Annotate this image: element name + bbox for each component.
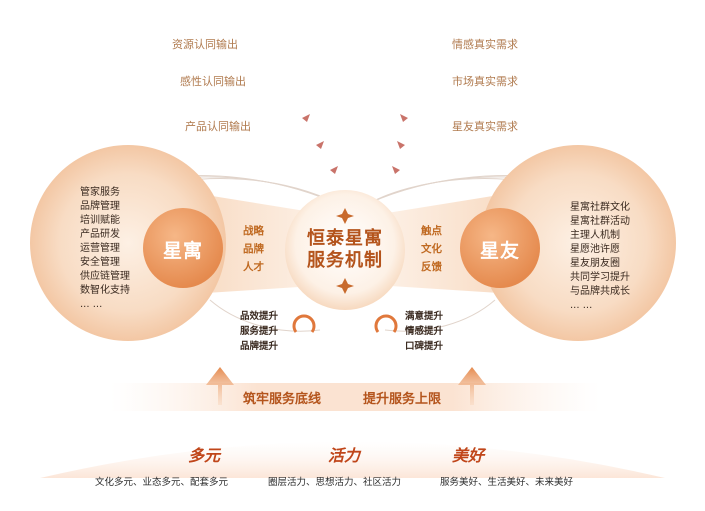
right-node-title: 星友 [480,240,521,262]
center-title-line-1: 恒泰星寓 [307,228,383,249]
right-service-list: 星寓社群文化 星寓社群活动 主理人机制 星愿池许愿 星友朋友圈 共同学习提升 与… [570,201,630,313]
connector-label: 文化 [421,243,442,255]
value-title-2: 活力 [328,446,361,465]
connector-label: 人才 [243,261,264,273]
bottom-background [40,441,665,478]
right-outer-circle [480,145,676,341]
up-arrow-left [206,367,234,405]
list-item: 供应链管理 [80,271,130,282]
right-arc-label-2: 市场真实需求 [452,75,518,88]
list-item: 星寓社群活动 [570,216,630,227]
improve-item: 品牌提升 [240,341,279,352]
right-connector-labels: 触点 文化 反馈 [421,222,442,276]
right-arc-label-1: 情感真实需求 [452,38,518,51]
up-arrow-right [458,367,486,405]
list-item: ... ... [80,299,103,310]
band-label-left: 筑牢服务底线 [243,392,322,407]
list-item: 与品牌共成长 [570,286,630,297]
list-item: 星友朋友圈 [570,258,620,269]
list-item: 共同学习提升 [570,272,630,283]
list-item: 管家服务 [80,187,120,198]
improve-item: 口碑提升 [405,341,444,352]
loop-icon-right [374,314,398,333]
left-arc-label-3: 产品认同输出 [185,120,251,133]
list-item: 培训赋能 [80,215,120,226]
connector-label: 反馈 [421,261,442,273]
left-outer-circle [30,145,226,341]
value-desc-2: 圈层活力、思想活力、社区活力 [268,477,402,488]
improve-item: 品效提升 [240,311,279,322]
left-improve-list: 品效提升 服务提升 品牌提升 [240,309,278,354]
list-item: 星寓社群文化 [570,202,630,213]
improve-item: 情感提升 [405,326,444,337]
band-label-right: 提升服务上限 [363,392,442,407]
connector-label: 触点 [421,225,442,237]
value-title-3: 美好 [452,446,485,465]
right-improve-list: 满意提升 情感提升 口碑提升 [405,309,443,354]
left-connector-labels: 战略 品牌 人才 [243,222,264,276]
center-title: 恒泰星寓 服务机制 [295,228,395,272]
improve-item: 服务提升 [240,326,279,337]
value-title-1: 多元 [188,446,221,465]
list-item: 运营管理 [80,243,120,254]
left-arc-label-1: 资源认同输出 [172,38,238,51]
list-item: 数智化支持 [80,285,130,296]
band-background [110,383,600,411]
value-desc-3: 服务美好、生活美好、未来美好 [440,477,574,488]
value-desc-1: 文化多元、业态多元、配套多元 [95,477,229,488]
right-inner-circle [460,208,540,288]
lower-arcs [209,299,496,332]
left-inner-circle [143,208,223,288]
star-icon [336,208,354,294]
right-arc-label-3: 星友真实需求 [452,120,518,133]
list-item: 安全管理 [80,257,120,268]
list-item: 品牌管理 [80,201,120,212]
connector-label: 战略 [243,225,264,237]
list-item: ... ... [570,300,593,311]
center-circle [285,190,405,310]
improve-item: 满意提升 [405,311,444,322]
left-arc-label-2: 感性认同输出 [180,75,246,88]
left-service-list: 管家服务 品牌管理 培训赋能 产品研发 运营管理 安全管理 供应链管理 数智化支… [80,186,130,312]
center-title-line-2: 服务机制 [307,250,383,271]
left-node-title: 星寓 [163,240,204,262]
loop-icon-left [292,314,316,333]
list-item: 主理人机制 [570,230,620,241]
connector-label: 品牌 [243,243,264,255]
list-item: 产品研发 [80,229,120,240]
list-item: 星愿池许愿 [570,244,620,255]
